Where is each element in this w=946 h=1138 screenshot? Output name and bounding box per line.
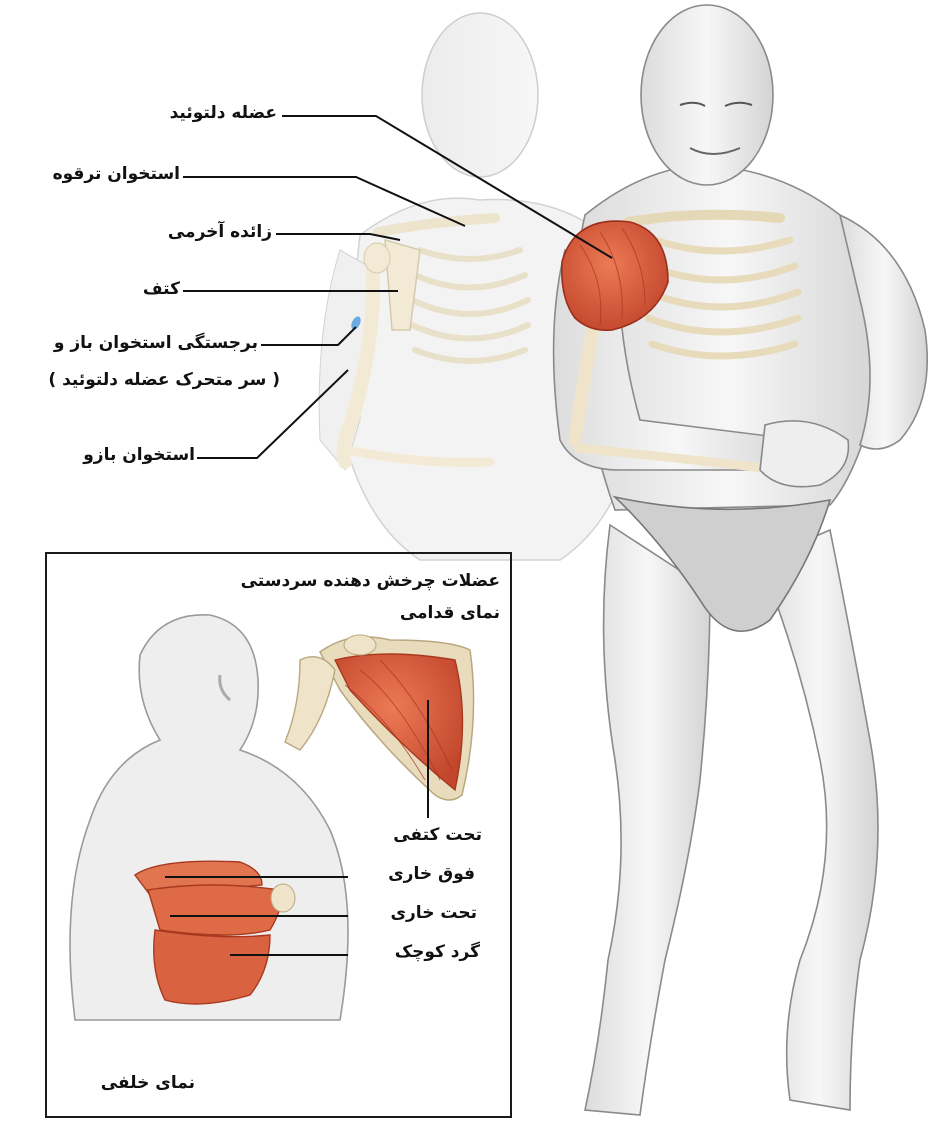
label-tuberosity-line2: ( سر متحرک عضله دلتوئید ) [0, 372, 280, 389]
label-deltoid: عضله دلتوئید [27, 105, 277, 122]
label-humerus: استخوان بازو [10, 447, 195, 464]
label-teres-minor: گرد کوچک [350, 944, 480, 961]
label-infraspinatus: تحت خاری [350, 905, 477, 922]
label-clavicle: استخوان ترقوه [10, 166, 180, 183]
inset-title: عضلات چرخش دهنده سردستی [60, 573, 500, 590]
main-figure [554, 5, 928, 1115]
label-posterior-view: نمای خلفی [60, 1075, 195, 1092]
label-acromion: زائده آخرمی [60, 224, 272, 241]
label-supraspinatus: فوق خاری [350, 866, 475, 883]
label-scapula: کتف [80, 281, 180, 298]
label-subscapularis: تحت کتفی [330, 827, 482, 844]
label-anterior-view: نمای قدامی [300, 605, 500, 622]
label-tuberosity-line1: برجستگی استخوان باز و [0, 335, 258, 352]
